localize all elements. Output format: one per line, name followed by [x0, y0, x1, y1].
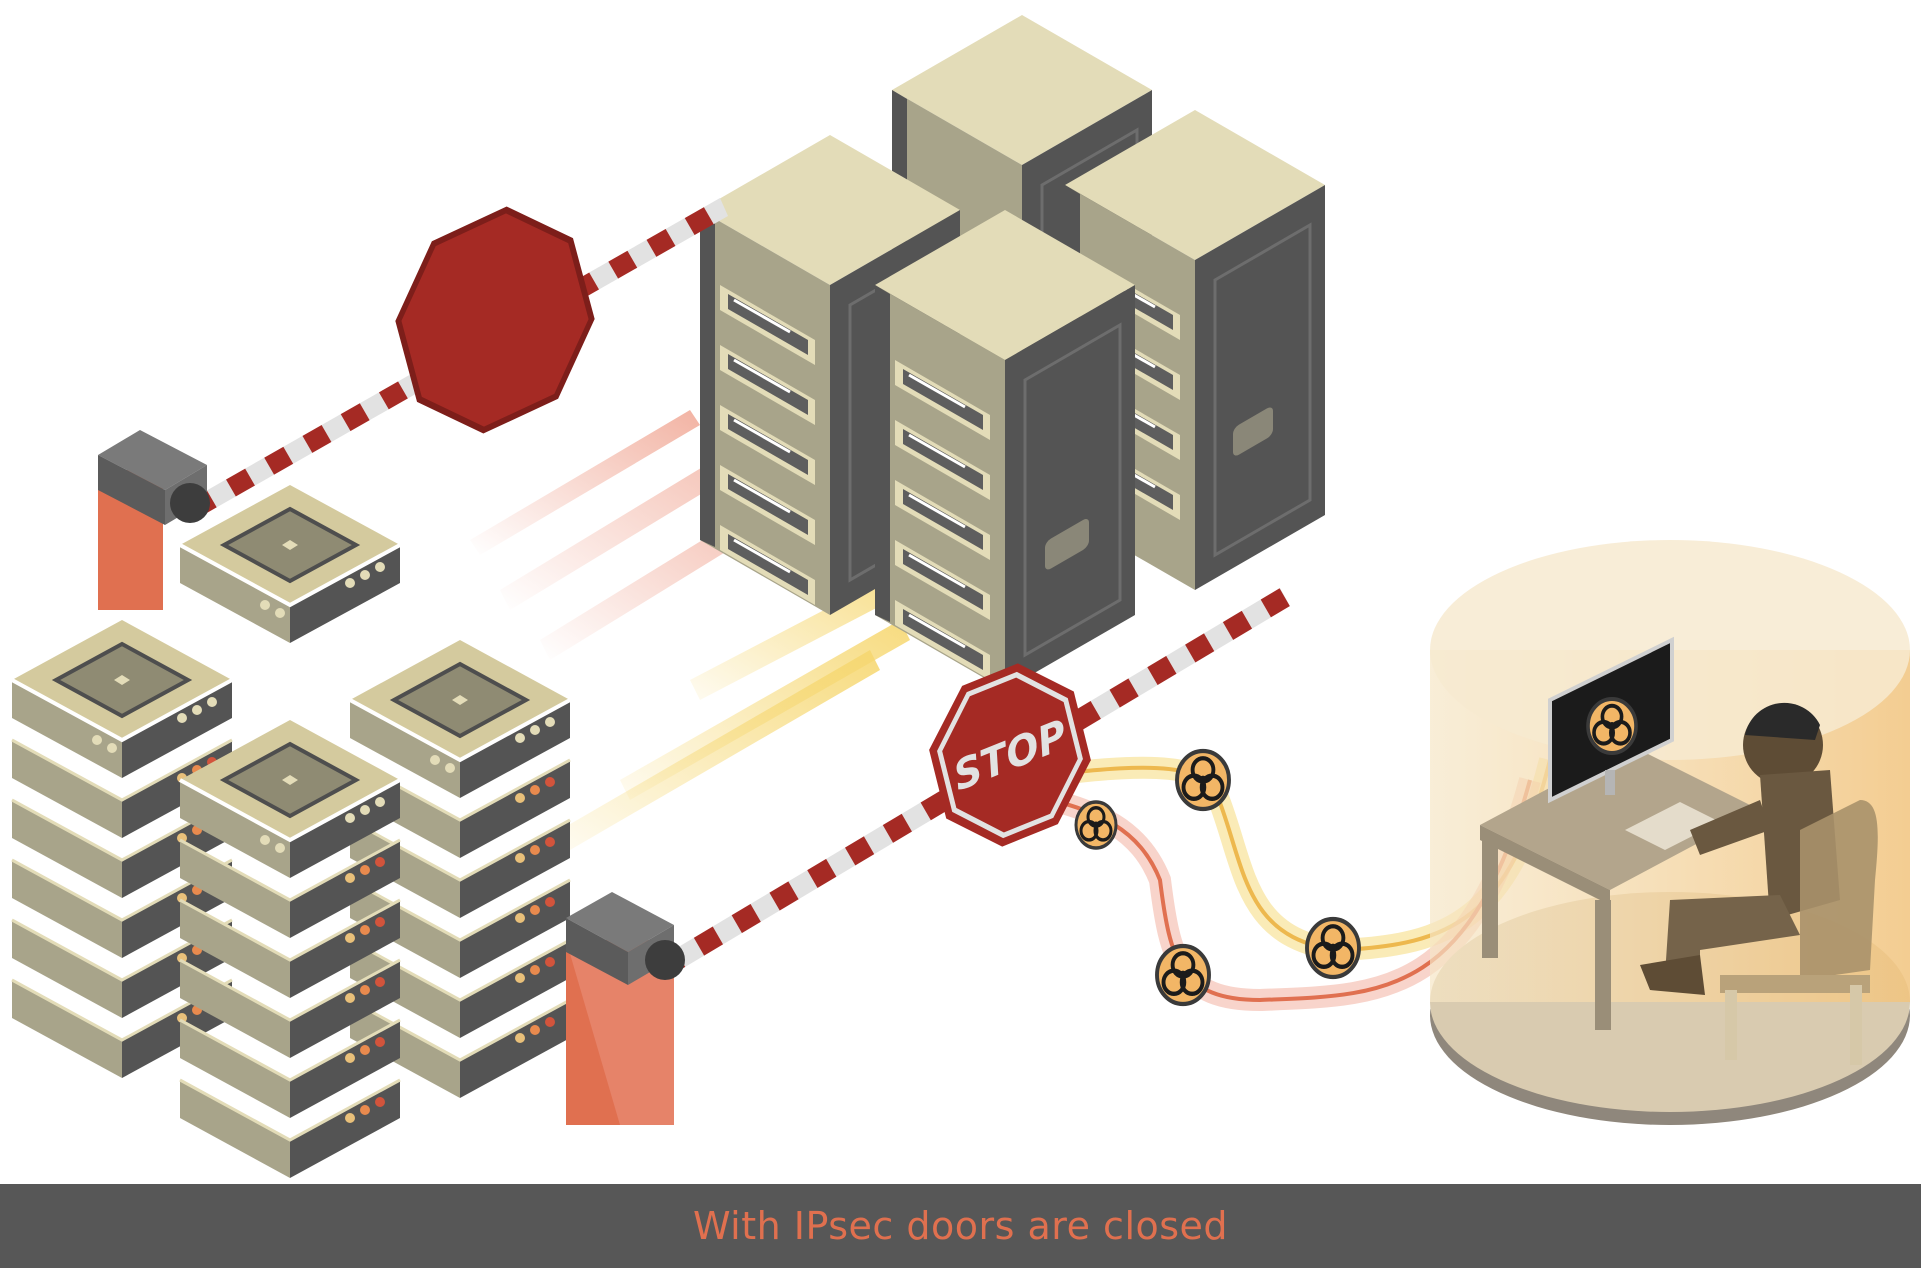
gate-head-bottom — [566, 892, 674, 952]
rack-status-panel — [1045, 519, 1089, 570]
malware-tokens — [1074, 751, 1359, 1004]
beam-yellow-1 — [690, 560, 930, 700]
biohazard-icon — [1307, 919, 1359, 977]
beam-yellow-3 — [560, 650, 880, 850]
barrier-gate-top — [98, 198, 728, 610]
caption-text: With IPsec doors are closed — [692, 1204, 1229, 1248]
biohazard-icon — [1074, 800, 1118, 850]
server-stack-front — [178, 718, 402, 1180]
stop-sign-top — [395, 206, 595, 434]
server-rack-right — [1063, 108, 1327, 592]
monitor — [1548, 636, 1674, 804]
server-racks — [698, 13, 1327, 692]
gate-hinge — [645, 940, 685, 980]
biohazard-icon — [1157, 946, 1209, 1004]
gate-hinge — [170, 483, 210, 523]
stop-sign-bottom: STOP — [929, 663, 1091, 847]
server-stacks — [10, 483, 572, 1180]
beam-red-1 — [470, 410, 700, 555]
biohazard-icon — [1588, 699, 1636, 753]
chair — [1720, 800, 1878, 1065]
keyboard — [1625, 802, 1720, 850]
gate-head-top — [98, 430, 207, 490]
ipsec-illustration: STOP — [10, 13, 1910, 1180]
rack-status-panel — [1233, 407, 1273, 456]
barrier-gate-bottom — [566, 588, 1290, 1125]
hacker-zone — [1430, 540, 1910, 1125]
caption-band: With IPsec doors are closed — [0, 1184, 1921, 1268]
biohazard-icon — [1177, 751, 1229, 809]
desk — [1480, 745, 1760, 1030]
server-rack-front — [873, 208, 1137, 692]
